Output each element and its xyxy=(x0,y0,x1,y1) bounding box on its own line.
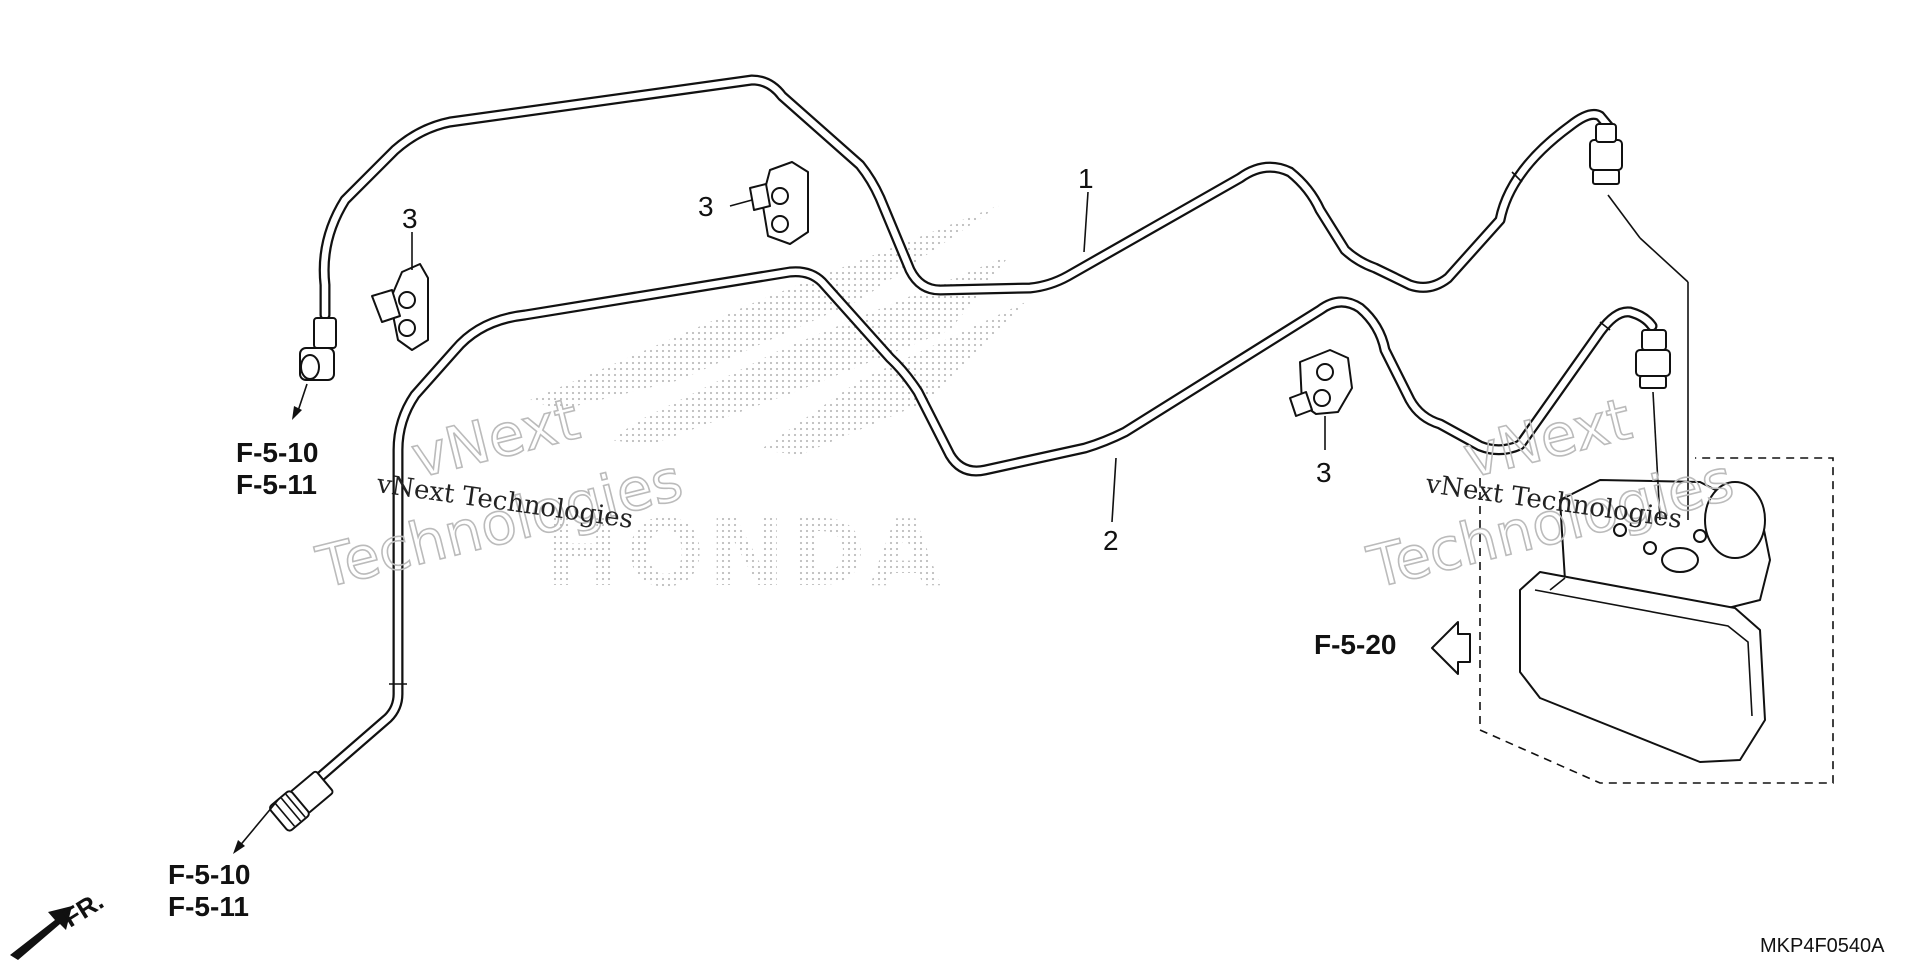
abs-modulator-unit xyxy=(1519,479,1771,763)
ref-arrow-upper-left xyxy=(292,383,308,420)
connection-line-upper-2 xyxy=(1639,237,1689,283)
pipe-clamp-left xyxy=(371,263,429,351)
pipe-sleeves xyxy=(389,171,1611,685)
flare-nut-upper-right xyxy=(1589,123,1623,185)
connection-line-upper xyxy=(1607,194,1641,239)
flare-nut-lower-left xyxy=(269,770,334,832)
callout-pipe-1: 1 xyxy=(1078,163,1094,194)
honda-logo-text: HONDA xyxy=(545,500,945,607)
ref-lower-left-b[interactable]: F-5-11 xyxy=(168,891,249,922)
callout-clamp-center: 3 xyxy=(698,191,714,222)
ref-upper-left-a[interactable]: F-5-10 xyxy=(236,437,318,468)
ref-arrow-abs xyxy=(1431,621,1471,675)
callout-leaders xyxy=(411,191,1326,523)
pipe-clamp-right xyxy=(1289,349,1353,417)
connection-line-lower xyxy=(1652,391,1661,521)
ref-lower-left-a[interactable]: F-5-10 xyxy=(168,859,250,890)
brake-pipe-1 xyxy=(318,74,1616,321)
callout-clamp-left: 3 xyxy=(402,203,418,234)
ref-arrow-lower-left xyxy=(233,799,279,854)
abs-modulator-dashed-box xyxy=(1479,457,1834,784)
honda-wing-logo-watermark: HONDA xyxy=(530,205,1030,607)
front-direction-arrow xyxy=(10,906,72,960)
vnext-watermark: vNext Technologies vNext Technologies vN… xyxy=(309,384,1741,603)
flare-nut-lower-right xyxy=(1635,329,1671,389)
brake-pipe-2 xyxy=(299,266,1658,796)
pipe-clamp-center xyxy=(749,161,809,245)
callout-clamp-right: 3 xyxy=(1316,457,1332,488)
callout-pipe-2: 2 xyxy=(1103,525,1119,556)
ref-upper-left-b[interactable]: F-5-11 xyxy=(236,469,317,500)
diagram-code: MKP4F0540A xyxy=(1760,935,1885,957)
flare-nut-upper-left xyxy=(299,317,337,381)
ref-abs-modulator[interactable]: F-5-20 xyxy=(1314,629,1396,660)
